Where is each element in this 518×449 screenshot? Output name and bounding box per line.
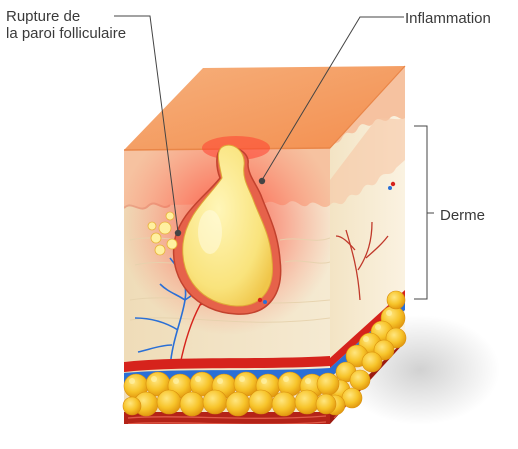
blood-cell-blue bbox=[263, 300, 267, 304]
inflammation-marker-dot bbox=[259, 178, 265, 184]
label-rupture-line1: Rupture de bbox=[6, 8, 126, 25]
label-inflammation: Inflammation bbox=[405, 10, 491, 27]
muscle-layer-front bbox=[124, 412, 330, 432]
blood-cell-red bbox=[391, 182, 395, 186]
label-rupture-line2: la paroi folliculaire bbox=[6, 25, 126, 42]
derme-bracket bbox=[414, 126, 427, 299]
blood-cell-red bbox=[258, 298, 262, 302]
blood-cell-blue bbox=[388, 186, 392, 190]
label-derme: Derme bbox=[440, 207, 485, 224]
rupture-marker-dot bbox=[175, 230, 181, 236]
label-rupture: Rupture de la paroi folliculaire bbox=[6, 8, 126, 42]
